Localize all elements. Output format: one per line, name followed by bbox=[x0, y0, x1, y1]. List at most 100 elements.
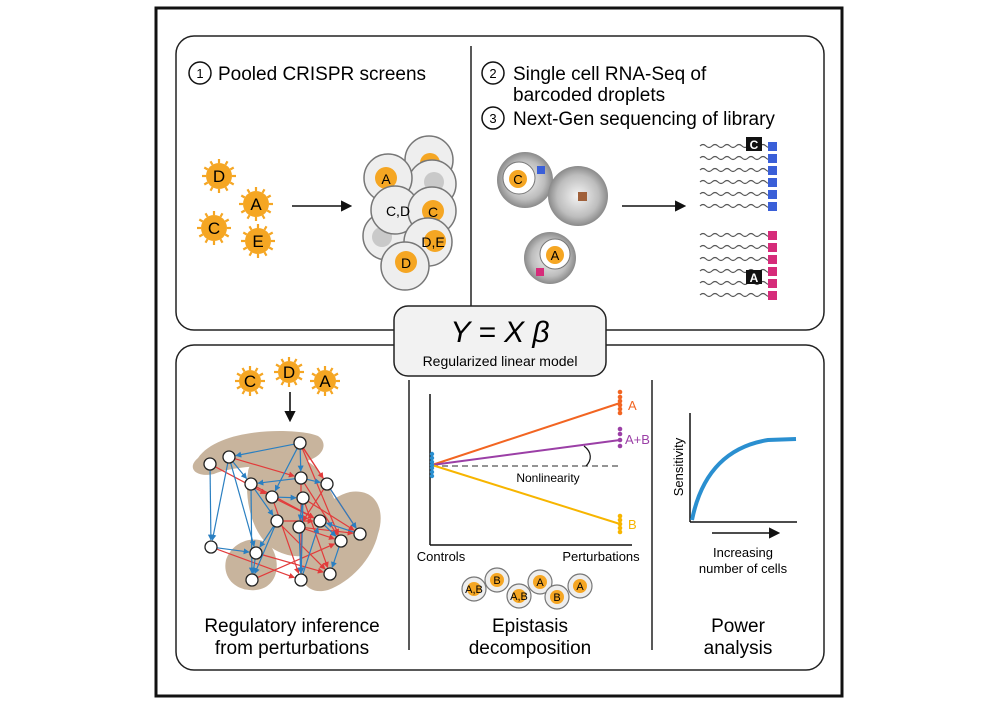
network-node bbox=[249, 546, 263, 560]
epistasis-cell-nucleus bbox=[550, 590, 564, 604]
power-y-label: Sensitivity bbox=[671, 437, 686, 496]
control-point bbox=[429, 465, 435, 471]
perturbation-point bbox=[617, 431, 623, 437]
particle-spike bbox=[263, 225, 268, 231]
perturbation-point bbox=[617, 394, 623, 400]
droplets: C A bbox=[497, 152, 608, 284]
network-edge bbox=[298, 503, 305, 574]
network-edge bbox=[326, 521, 355, 533]
step-1-label: Pooled CRISPR screens bbox=[218, 64, 426, 85]
particle-spike bbox=[316, 389, 321, 395]
series-b-line bbox=[431, 464, 621, 525]
epistasis-title-line2: decomposition bbox=[469, 638, 592, 659]
cell-label: C bbox=[428, 204, 438, 220]
read-barcode bbox=[768, 255, 777, 264]
epistasis-cell-label: A bbox=[536, 577, 544, 589]
power-x-label-line2: number of cells bbox=[699, 561, 788, 576]
barcode-tag-label: A bbox=[750, 271, 759, 285]
droplet-cell-nucleus bbox=[509, 170, 527, 188]
network-edge bbox=[259, 525, 275, 548]
barcode-tags: C A bbox=[746, 137, 762, 285]
particle-spike bbox=[198, 233, 204, 238]
network-edge bbox=[277, 494, 297, 501]
epistasis-cell-nucleus bbox=[467, 582, 481, 596]
particle-spike bbox=[329, 389, 334, 395]
particle-spike bbox=[236, 385, 242, 390]
read-barcode bbox=[768, 190, 777, 199]
network-edge bbox=[235, 443, 295, 458]
particle-spike bbox=[204, 238, 209, 244]
perturbation-point bbox=[617, 437, 623, 443]
particle-spike bbox=[224, 160, 229, 166]
network-modules bbox=[192, 430, 381, 592]
network-edge bbox=[215, 466, 267, 495]
particle-spike bbox=[240, 209, 246, 214]
epistasis-plot: Nonlinearity A A+B B Controls Perturbati… bbox=[417, 389, 650, 564]
control-points bbox=[429, 451, 435, 479]
particle-body bbox=[206, 163, 232, 189]
particle-spike bbox=[333, 385, 339, 390]
guide-particle: E bbox=[241, 224, 275, 258]
network-node bbox=[293, 436, 307, 450]
step-3: 3 Next-Gen sequencing of library bbox=[481, 106, 775, 130]
power-x-label-line1: Increasing bbox=[713, 545, 773, 560]
network-node bbox=[353, 527, 367, 541]
network-edge bbox=[329, 488, 357, 529]
particle-label: C bbox=[244, 372, 256, 391]
epistasis-cell-label: B bbox=[493, 575, 500, 587]
read-strand bbox=[699, 155, 773, 161]
read-barcode bbox=[768, 243, 777, 252]
network-nodes bbox=[203, 436, 367, 587]
cell-label: D bbox=[401, 255, 411, 271]
read-strand bbox=[699, 232, 773, 238]
epistasis-cell-nucleus bbox=[573, 579, 587, 593]
step-1-number: 1 bbox=[196, 66, 203, 81]
network-edge bbox=[280, 524, 326, 570]
particle-spike bbox=[229, 181, 235, 186]
step-3-number: 3 bbox=[489, 111, 496, 126]
particle-label: C bbox=[208, 219, 220, 238]
particle-spike bbox=[316, 367, 321, 373]
particle-spike bbox=[241, 367, 246, 373]
step-1: 1 Pooled CRISPR screens bbox=[188, 61, 426, 85]
droplet-cell-nucleus bbox=[546, 246, 564, 264]
particle-spike bbox=[241, 389, 246, 395]
epistasis-cell-nucleus bbox=[533, 575, 547, 589]
network-edge bbox=[297, 503, 304, 521]
guide-particle: D bbox=[274, 357, 304, 387]
read-barcode bbox=[768, 166, 777, 175]
particle-body bbox=[278, 361, 300, 383]
network-edge bbox=[216, 547, 250, 555]
particle-body bbox=[239, 370, 261, 392]
cell-cluster: A C,D C D,E D bbox=[362, 135, 457, 291]
droplet-bead-magenta bbox=[536, 268, 544, 276]
perturbation-point bbox=[617, 398, 623, 404]
particle-spike bbox=[209, 186, 214, 192]
perturbation-point bbox=[617, 389, 623, 395]
read-barcode bbox=[768, 178, 777, 187]
x-label-controls: Controls bbox=[417, 549, 466, 564]
read-strand bbox=[699, 203, 773, 209]
network-edge bbox=[302, 527, 320, 575]
particle-spike bbox=[280, 380, 285, 386]
particle-spike bbox=[297, 376, 303, 381]
read-barcode bbox=[768, 154, 777, 163]
guide-particle: A bbox=[239, 187, 273, 221]
guide-particle: D bbox=[202, 159, 236, 193]
network-edge bbox=[257, 543, 336, 579]
guide-particle: C bbox=[197, 211, 231, 245]
step-2: 2 Single cell RNA-Seq of barcoded drople… bbox=[481, 61, 707, 106]
particle-spike bbox=[242, 231, 248, 236]
power-title-line1: Power bbox=[711, 616, 766, 637]
particle-spike bbox=[268, 246, 274, 251]
network-edge bbox=[307, 500, 355, 531]
regulatory-title-line2: from perturbations bbox=[215, 638, 369, 659]
network-edge bbox=[250, 558, 257, 574]
network-edges bbox=[207, 443, 357, 579]
model-caption: Regularized linear model bbox=[423, 353, 578, 369]
network-edge bbox=[232, 461, 248, 480]
particle-body bbox=[243, 191, 269, 217]
network-edge bbox=[306, 478, 321, 485]
particle-spike bbox=[204, 212, 209, 218]
network-edge bbox=[248, 489, 255, 574]
